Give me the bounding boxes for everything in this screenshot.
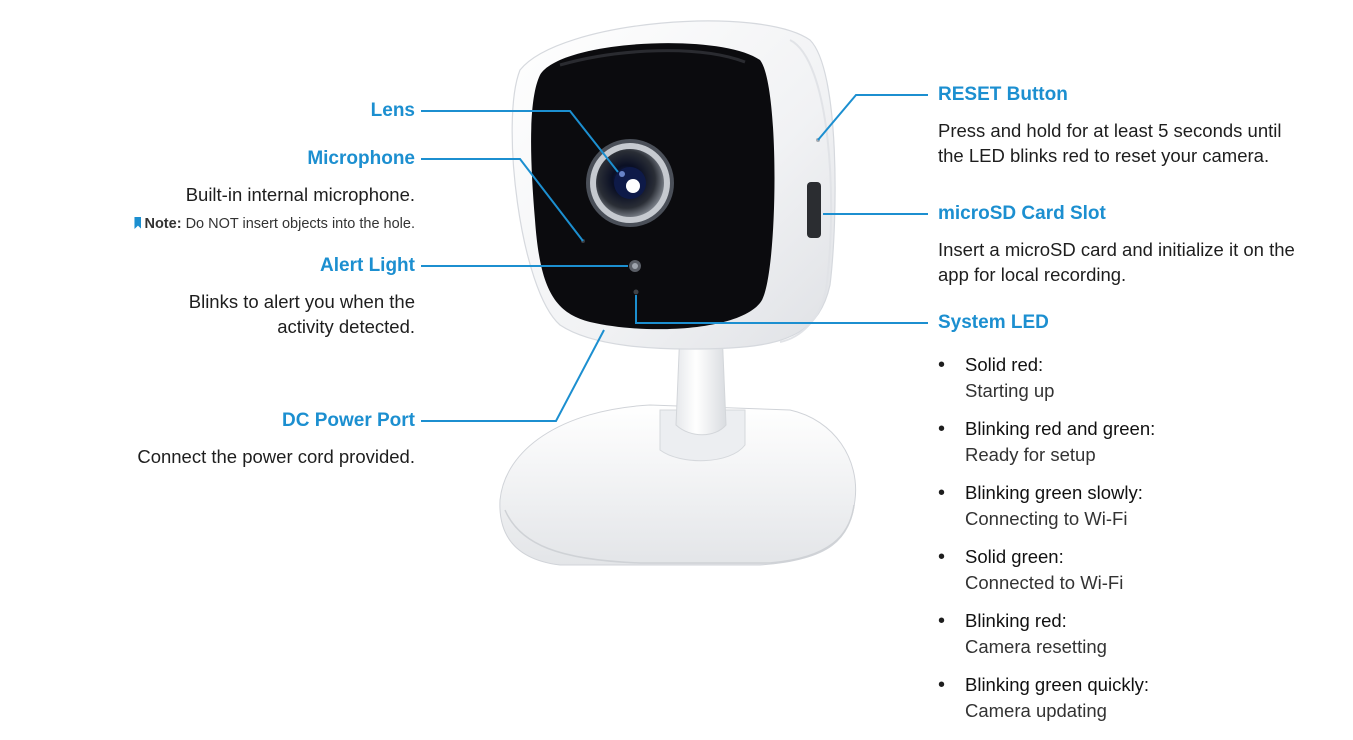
microsd-slot [807,182,821,238]
microsd-label: microSD Card Slot [938,203,1106,224]
led-state: Blinking red and green: [965,418,1156,439]
microphone-description: Built-in internal microphone. [185,184,415,205]
alert-light-label: Alert Light [320,255,415,276]
microphone-note: Note: Do NOT insert objects into the hol… [134,216,415,232]
system-led-label: System LED [938,312,1049,333]
led-state: Solid green: [965,546,1064,567]
led-meaning: Connecting to Wi-Fi [965,508,1128,529]
dc-power-description: Connect the power cord provided. [137,446,415,467]
led-meaning: Camera resetting [965,636,1107,657]
led-meaning: Ready for setup [965,444,1096,465]
reset-button-label: RESET Button [938,84,1068,105]
note-label: Note: [144,216,182,232]
note-text: Do NOT insert objects into the hole. [185,216,415,232]
leader-dc-power [421,329,605,422]
alert-light-desc-line1: Blinks to alert you when the [188,291,415,312]
list-item: Blinking red: Camera resetting [938,608,1298,660]
leader-system-led [635,295,928,324]
microsd-desc-line1: Insert a microSD card and initialize it … [938,239,1295,260]
leader-lens [421,110,619,173]
led-state: Blinking green quickly: [965,674,1150,695]
led-meaning: Starting up [965,380,1055,401]
leader-reset [817,94,928,141]
leader-microphone [421,158,584,242]
list-item: Solid red: Starting up [938,352,1298,404]
led-state: Blinking green slowly: [965,482,1143,503]
reset-desc-line2: the LED blinks red to reset your camera. [938,145,1270,166]
microphone-label: Microphone [307,148,415,169]
alert-light-description: Blinks to alert you when the activity de… [189,289,415,339]
lens-label: Lens [370,100,415,121]
list-item: Blinking green slowly: Connecting to Wi-F… [938,480,1298,532]
camera-base [499,404,857,566]
list-item: Solid green: Connected to Wi-Fi [938,544,1298,596]
led-meaning: Connected to Wi-Fi [965,572,1124,593]
camera-stand [659,329,746,462]
leader-lines [421,94,928,422]
led-state: Blinking red: [965,610,1067,631]
list-item: Blinking red and green: Ready for setup [938,416,1298,468]
reset-desc-line1: Press and hold for at least 5 seconds un… [938,120,1282,141]
dc-power-label: DC Power Port [281,410,415,431]
reset-description: Press and hold for at least 5 seconds un… [938,118,1281,168]
microsd-description: Insert a microSD card and initialize it … [938,237,1295,287]
system-led-states: Solid red: Starting up Blinking red and g… [938,352,1298,736]
lens-icon [586,139,674,227]
led-meaning: Camera updating [965,700,1107,721]
alert-light-desc-line2: activity detected. [277,316,415,337]
bookmark-icon [134,217,142,229]
microsd-desc-line2: app for local recording. [938,264,1127,285]
system-led [633,289,639,295]
list-item: Blinking green quickly: Camera updating [938,672,1298,724]
led-state: Solid red: [965,354,1044,375]
